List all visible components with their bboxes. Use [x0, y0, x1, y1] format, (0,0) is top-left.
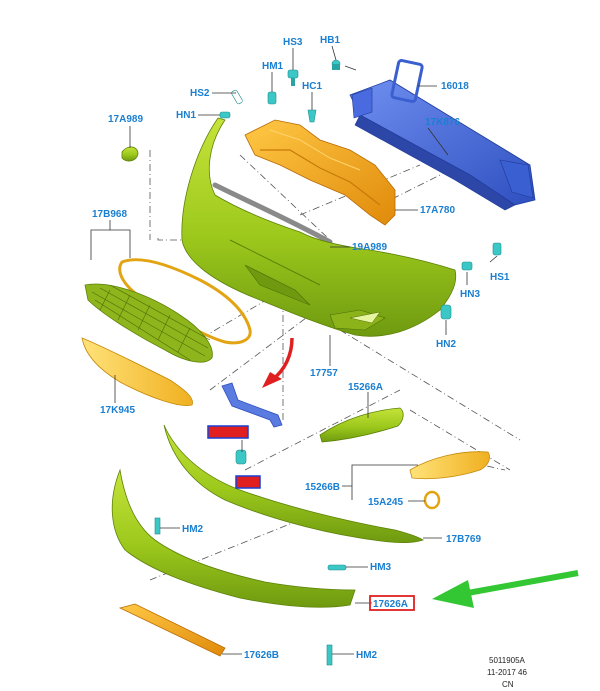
fog-lamp-bezel-left: [319, 407, 404, 443]
lower-deflector: [163, 424, 424, 543]
footer-date: 11-2017 46: [487, 668, 527, 677]
lower-grille-mesh: [84, 283, 213, 363]
red-pointer-arrow: [270, 337, 294, 382]
lower-trim-strip: [118, 603, 226, 657]
leader-lines: [90, 45, 498, 655]
footer-code: 5011905A: [489, 656, 526, 665]
label-hm1: HM1: [262, 61, 284, 72]
label-17a780: 17A780: [420, 205, 455, 216]
fasteners: [154, 59, 502, 666]
red-pointer-arrowhead: [262, 372, 282, 388]
label-hs1: HS1: [490, 272, 510, 283]
label-17b968: 17B968: [92, 209, 127, 220]
fastener-hb1: [331, 59, 341, 70]
label-hn1: HN1: [176, 110, 196, 121]
label-15266b: 15266B: [305, 482, 340, 493]
redacted-label-bracket: [207, 425, 249, 439]
fastener-hn3: [461, 261, 473, 271]
fog-lamp-seal: [423, 490, 441, 510]
fastener-hm1: [267, 91, 277, 105]
label-hn3: HN3: [460, 289, 480, 300]
label-17626b: 17626B: [244, 650, 279, 661]
energy-absorber: [244, 119, 396, 226]
fastener-hn2: [440, 304, 452, 320]
lower-grille-insert: [81, 337, 193, 406]
molding-strip: [212, 182, 333, 245]
label-17626a: 17626A: [373, 599, 408, 610]
label-17a989: 17A989: [108, 114, 143, 125]
highlight-box-17626a: [369, 595, 415, 611]
label-hs2: HS2: [190, 88, 210, 99]
label-hs3: HS3: [283, 37, 303, 48]
side-cap: [121, 146, 139, 162]
green-pointer-arrowhead: [432, 580, 474, 608]
fastener-hn1: [219, 111, 231, 119]
label-17k876: 17K876: [425, 117, 460, 128]
fastener-hs3: [287, 69, 299, 86]
footer-region: CN: [502, 680, 514, 689]
label-hn2: HN2: [436, 339, 456, 350]
bumper-cover: [181, 117, 457, 337]
fastener-hm2-lower: [326, 644, 333, 666]
green-pointer-shaft: [461, 570, 579, 597]
label-17757: 17757: [310, 368, 338, 379]
fastener-hm2-upper: [154, 517, 161, 535]
label-17k945: 17K945: [100, 405, 135, 416]
fastener-hm3: [327, 564, 347, 571]
redacted-label-screw: [235, 475, 261, 489]
label-hm3: HM3: [370, 562, 392, 573]
label-hm2-upper: HM2: [182, 524, 204, 535]
label-hb1: HB1: [320, 35, 340, 46]
label-17b769: 17B769: [446, 534, 481, 545]
construction-lines: [149, 150, 521, 581]
diagram-footer: 5011905A 11-2017 46 CN: [487, 656, 527, 689]
fog-lamp-bezel-right: [409, 451, 490, 480]
reinforcement-beam: [349, 58, 536, 211]
lower-valance: [111, 468, 356, 608]
label-15266a: 15266A: [348, 382, 383, 393]
label-19a989: 19A989: [352, 242, 387, 253]
label-hc1: HC1: [302, 81, 322, 92]
label-16018: 16018: [441, 81, 469, 92]
fastener-bracket-screw: [235, 449, 247, 465]
label-hm2-lower: HM2: [356, 650, 378, 661]
label-15a245: 15A245: [368, 497, 403, 508]
fastener-hs1: [492, 242, 502, 256]
part-labels: HS3 HB1 HM1 HC1 16018 HS2 HN1 17A989 17K…: [92, 35, 510, 661]
fastener-hs2: [231, 89, 243, 105]
fastener-hc1: [307, 109, 317, 123]
mounting-bracket: [221, 382, 283, 428]
